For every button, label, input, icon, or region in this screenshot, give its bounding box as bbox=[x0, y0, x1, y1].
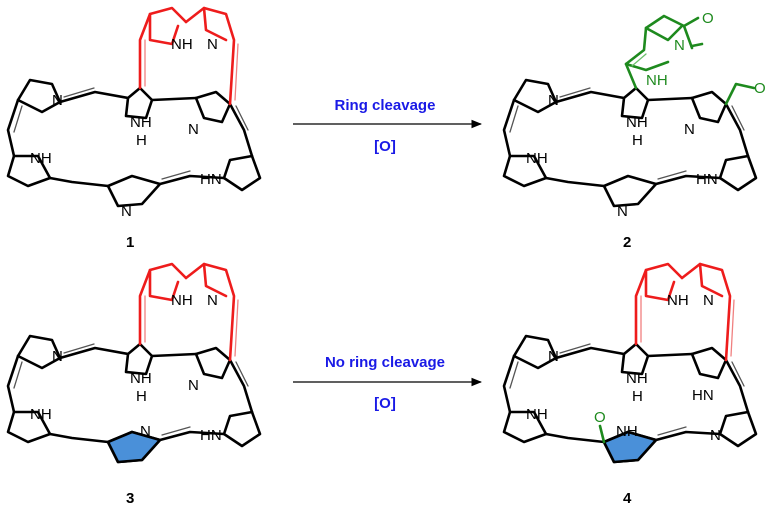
compound-2: O N NH O N NH H N NH HN N bbox=[502, 10, 766, 220]
atom-nh-bridge: NH bbox=[171, 292, 193, 309]
atom-n-right-bottom: N bbox=[710, 427, 721, 444]
atom-o-lactam: O bbox=[594, 409, 606, 426]
atom-nh-left-bottom: NH bbox=[526, 150, 548, 167]
atom-n-left: N bbox=[548, 92, 559, 109]
atom-nh-center: NH bbox=[626, 370, 648, 387]
atom-nh-center: NH bbox=[130, 114, 152, 131]
atom-n-bottom: N bbox=[617, 203, 628, 220]
atom-nh-left-bottom: NH bbox=[30, 150, 52, 167]
atom-o-aldehyde: O bbox=[754, 80, 766, 97]
condition-no-ring-cleavage: No ring cleavage bbox=[325, 354, 445, 371]
atom-nh-bridge: NH bbox=[171, 36, 193, 53]
atom-n-right: N bbox=[188, 121, 199, 138]
atom-n-right: N bbox=[684, 121, 695, 138]
atom-n-bottom: N bbox=[121, 203, 132, 220]
compound-label-1: 1 bbox=[126, 234, 134, 251]
atom-n-bridge: N bbox=[207, 36, 218, 53]
atom-h-center: H bbox=[632, 132, 643, 149]
atom-h-center: H bbox=[136, 132, 147, 149]
atom-n-bridge: N bbox=[207, 292, 218, 309]
atom-nh-bridge: NH bbox=[667, 292, 689, 309]
compound-label-3: 3 bbox=[126, 490, 134, 507]
atom-n-right: N bbox=[188, 377, 199, 394]
compound-label-4: 4 bbox=[623, 490, 632, 507]
atom-n-highlight: N bbox=[140, 423, 151, 440]
atom-hn-right: HN bbox=[692, 387, 714, 404]
condition-oxidant-top: [O] bbox=[374, 138, 396, 155]
atom-nh-center: NH bbox=[626, 114, 648, 131]
atom-n-left: N bbox=[52, 92, 63, 109]
atom-n-left: N bbox=[52, 348, 63, 365]
atom-hn-right-bottom: HN bbox=[200, 171, 222, 188]
condition-oxidant-bottom: [O] bbox=[374, 395, 396, 412]
atom-nh-green: NH bbox=[646, 72, 668, 89]
atom-hn-right-bottom: HN bbox=[696, 171, 718, 188]
atom-n-left: N bbox=[548, 348, 559, 365]
atom-nh-left-bottom: NH bbox=[526, 406, 548, 423]
reaction-arrow-bottom: No ring cleavage [O] bbox=[293, 354, 483, 412]
atom-nh-lactam: NH bbox=[616, 423, 638, 440]
compound-1: N NH N NH H N NH HN N bbox=[6, 6, 262, 220]
atom-hn-right-bottom: HN bbox=[200, 427, 222, 444]
atom-n-green: N bbox=[674, 37, 685, 54]
atom-n-bridge: N bbox=[703, 292, 714, 309]
reaction-arrow-top: Ring cleavage [O] bbox=[293, 97, 483, 155]
compound-3: N NH N NH H N NH HN N bbox=[6, 262, 262, 464]
atom-h-center: H bbox=[136, 388, 147, 405]
compound-4: O NH N NH N NH H HN NH N bbox=[502, 262, 758, 464]
atom-nh-left-bottom: NH bbox=[30, 406, 52, 423]
compound-label-2: 2 bbox=[623, 234, 631, 251]
atom-h-center: H bbox=[632, 388, 643, 405]
condition-ring-cleavage: Ring cleavage bbox=[335, 97, 436, 114]
atom-nh-center: NH bbox=[130, 370, 152, 387]
atom-o-lactam: O bbox=[702, 10, 714, 27]
